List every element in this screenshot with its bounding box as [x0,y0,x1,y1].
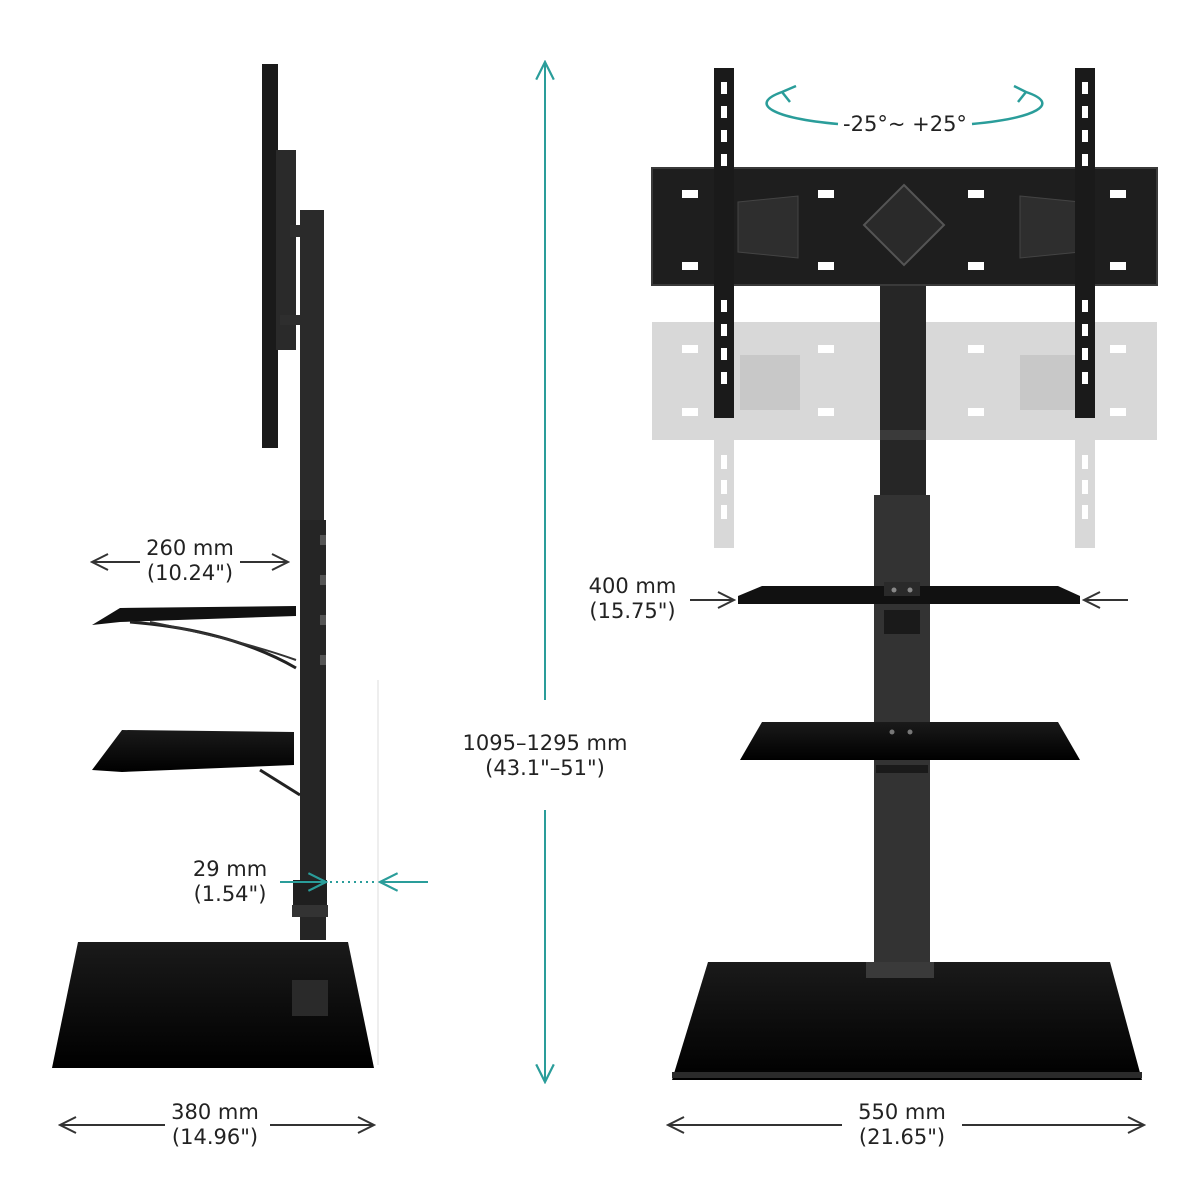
pole-diameter-label: 29 mm (1.54") [170,857,290,907]
base-side [52,942,374,1068]
rotate-right-arrow-icon [971,84,1044,126]
pole-diameter-inch: (1.54") [193,882,267,906]
base-width-inch: (21.65") [858,1125,946,1149]
upper-shelf-side [92,606,296,625]
base-front [672,962,1142,1080]
side-view [52,64,379,1068]
base-width-mm: 550 mm [858,1100,946,1124]
column-foot [866,962,934,978]
swivel-range: -25°~ +25° [843,112,967,136]
column-upper [880,280,926,500]
base-depth-inch: (14.96") [171,1125,259,1149]
shelf-width-mm: 400 mm [588,574,677,598]
height-range-inch: (43.1"–51") [485,756,605,780]
tv-bracket-side [276,150,296,350]
shelf-depth-mm: 260 mm [146,536,234,560]
pole-diameter-mm: 29 mm [192,857,268,881]
base-depth-mm: 380 mm [171,1100,259,1124]
shelf-width-label: 400 mm (15.75") [570,574,695,624]
tv-panel-side [262,64,278,448]
lower-shelf-front [740,722,1080,760]
pole-foot [292,980,328,1016]
front-view [651,68,1158,1080]
rotate-left-arrow-icon [765,84,839,126]
vesa-arm-left [714,68,734,418]
vesa-arm-right [1075,68,1095,418]
shelf-width-inch: (15.75") [589,599,676,623]
base-depth-label: 380 mm (14.96") [155,1100,275,1150]
height-range-mm: 1095–1295 mm [462,731,628,755]
height-range-label: 1095–1295 mm (43.1"–51") [445,731,645,781]
lower-shelf-side [92,730,294,772]
shelf-depth-label: 260 mm (10.24") [130,536,250,586]
swivel-range-label: -25°~ +25° [820,112,990,137]
base-width-label: 550 mm (21.65") [842,1100,962,1150]
shelf-depth-inch: (10.24") [146,561,234,585]
